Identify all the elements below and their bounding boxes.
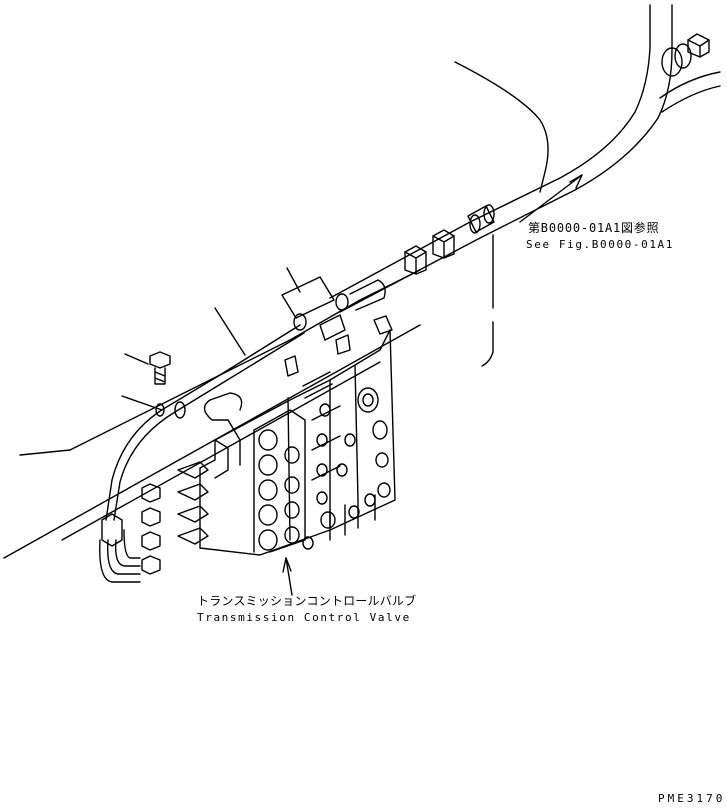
reference-label-en: See Fig.B0000-01A1 <box>526 238 675 251</box>
connector-blocks <box>405 230 454 274</box>
tube-sleeve <box>468 205 494 233</box>
harness-tube <box>330 5 720 312</box>
leader-lines <box>283 175 582 595</box>
reference-label-jp: 第B0000-01A1図参照 <box>528 221 660 235</box>
bolt <box>125 352 170 384</box>
harness-connectors <box>142 462 208 574</box>
hose-assembly <box>100 308 304 582</box>
valve-label-en: Transmission Control Valve <box>197 611 411 624</box>
frame-outline <box>4 62 548 558</box>
valve-label-jp: トランスミッションコントロールバルブ <box>197 594 417 608</box>
transmission-control-valve-body <box>200 315 395 555</box>
clamp-bracket <box>282 268 385 330</box>
drawing-code: PME3170 <box>658 792 726 805</box>
